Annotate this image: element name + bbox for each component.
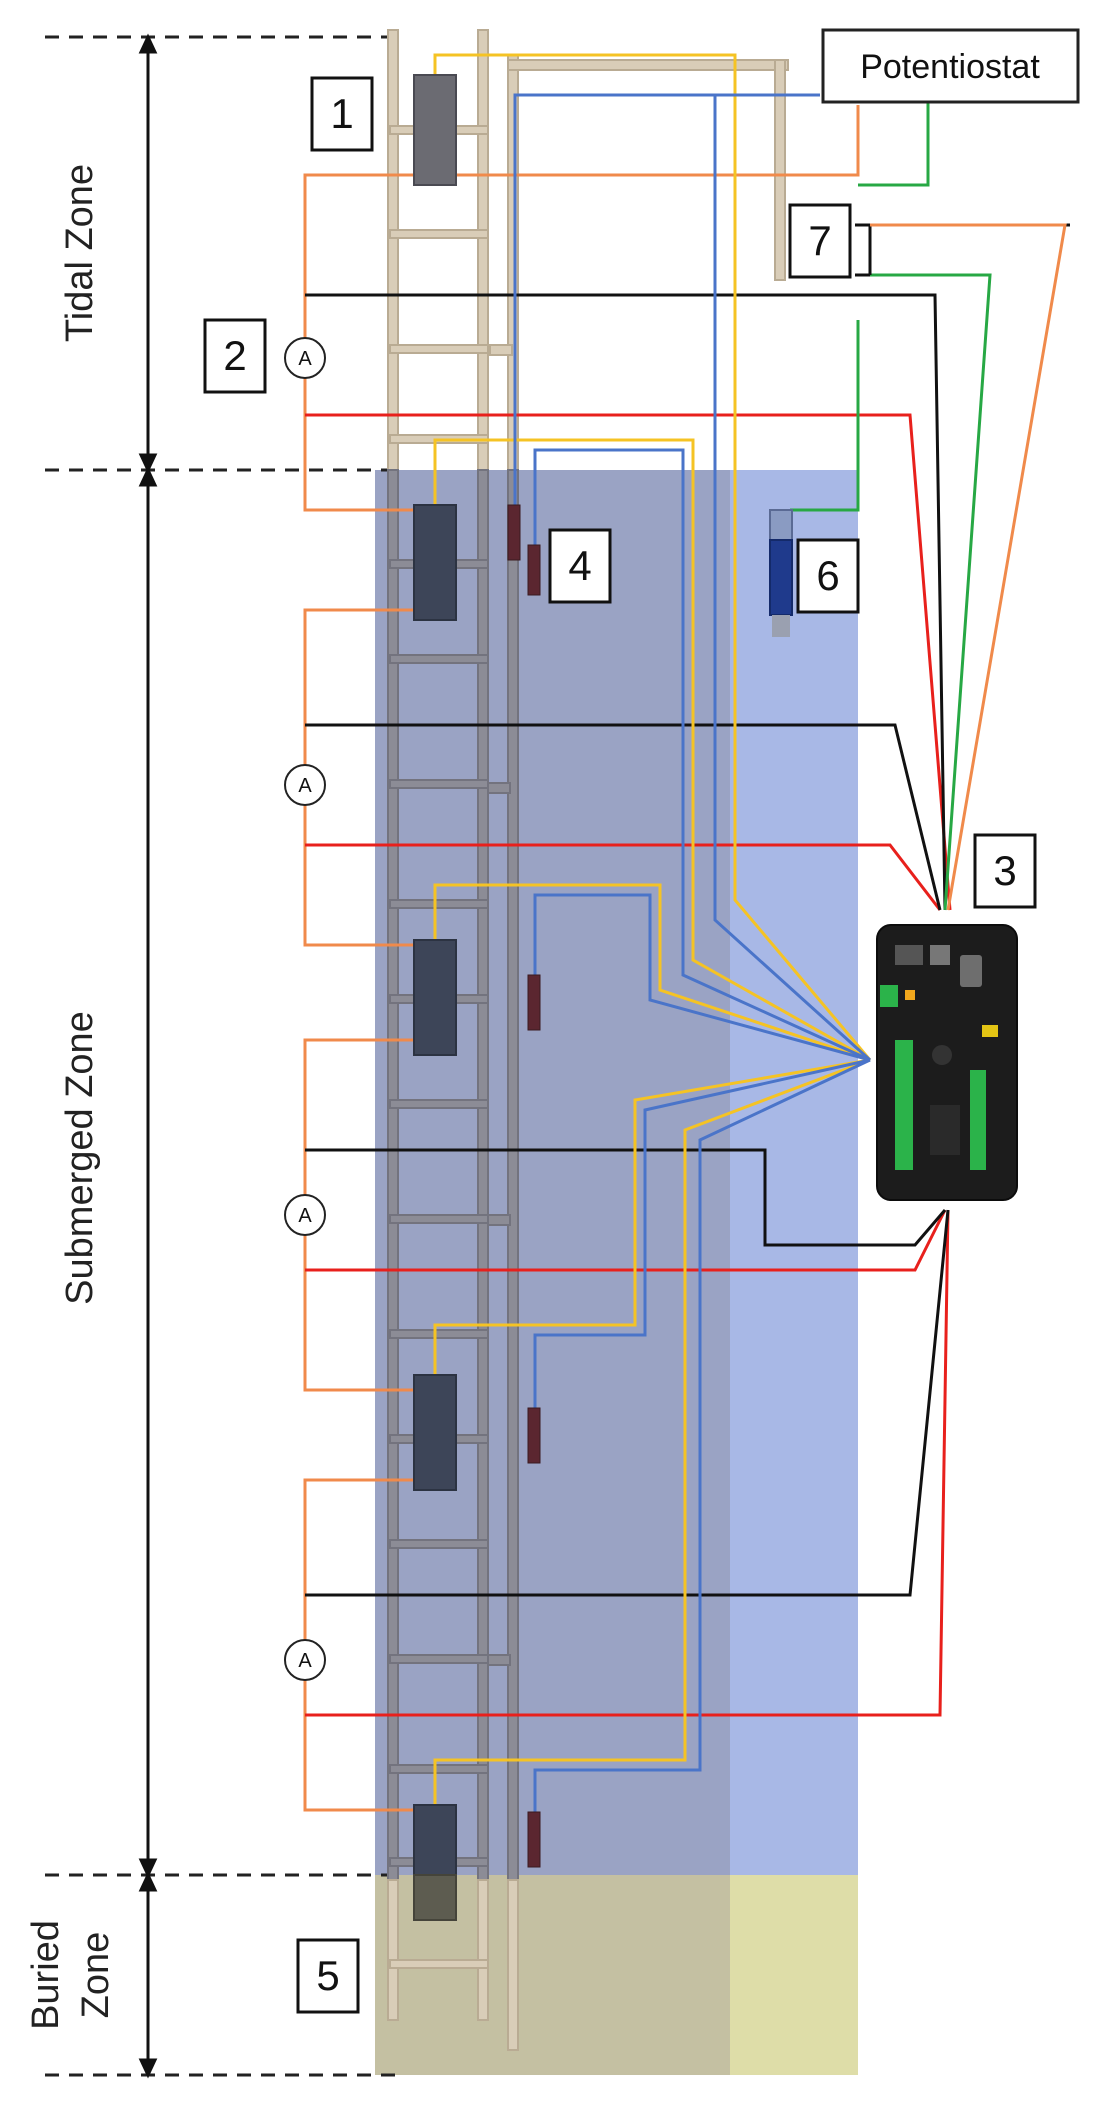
- sensor-2: [527, 544, 541, 596]
- coupon-submerged-3: [413, 1374, 457, 1491]
- water-zone-structure-area: [375, 470, 730, 1875]
- svg-text:3: 3: [993, 847, 1016, 894]
- coupon-tidal: [413, 74, 457, 186]
- sensor-4: [527, 1407, 541, 1464]
- water-zone-open-area: [730, 470, 858, 1875]
- svg-text:A: A: [298, 1650, 312, 1672]
- frame-buried-section: [387, 1879, 519, 2051]
- ammeters: A A A A: [284, 337, 326, 1681]
- zone-dimension-arrows: [138, 33, 158, 2079]
- callout-3: 3: [973, 833, 1037, 909]
- callout-5: 5: [296, 1938, 360, 2014]
- tidal-zone-label: Tidal Zone: [59, 164, 101, 342]
- data-logger: [876, 924, 1018, 1201]
- sensor-5: [527, 1811, 541, 1868]
- sediment-zone-open-area: [730, 1875, 858, 2075]
- connector-7-lines: [855, 223, 1070, 277]
- potentiostat-box: Potentiostat: [821, 28, 1080, 104]
- callout-4: 4: [548, 528, 612, 604]
- svg-text:A: A: [298, 775, 312, 797]
- zone-boundaries: [45, 35, 395, 2077]
- blue-wires: [513, 93, 872, 1815]
- steel-coupons: [413, 74, 457, 1921]
- svg-text:5: 5: [316, 1952, 339, 1999]
- coupon-submerged-1: [413, 504, 457, 621]
- submerged-zone-label: Submerged Zone: [59, 1011, 101, 1305]
- red-wires: [305, 413, 952, 1717]
- reference-electrode: [769, 509, 793, 637]
- svg-text:6: 6: [816, 552, 839, 599]
- buried-zone-label-line1: Buried: [25, 1920, 67, 2030]
- buried-zone-label-line2: Zone: [75, 1932, 117, 2019]
- callout-2: 2: [203, 318, 267, 394]
- potentiostat-label: Potentiostat: [860, 48, 1040, 86]
- svg-text:7: 7: [808, 217, 831, 264]
- sensor-1: [507, 504, 521, 561]
- yellow-wires: [433, 53, 872, 1810]
- background-zones: [375, 470, 858, 2075]
- sensors: [507, 504, 541, 1868]
- sensor-3: [527, 974, 541, 1031]
- callout-7: 7: [788, 203, 852, 279]
- svg-text:4: 4: [568, 542, 591, 589]
- svg-text:1: 1: [330, 90, 353, 137]
- ammeter-4: A: [284, 1639, 326, 1681]
- callout-6: 6: [796, 538, 860, 614]
- coupon-submerged-2: [413, 939, 457, 1056]
- coupon-submerged-4: [413, 1804, 457, 1876]
- coupon-buried: [413, 1874, 457, 1921]
- ammeter-3: A: [284, 1194, 326, 1236]
- ammeter-2: A: [284, 764, 326, 806]
- svg-text:2: 2: [223, 332, 246, 379]
- svg-text:A: A: [298, 348, 312, 370]
- orange-wire-to-logger: [870, 223, 1067, 911]
- callout-1: 1: [310, 76, 374, 152]
- green-wires: [790, 103, 992, 911]
- svg-text:A: A: [298, 1205, 312, 1227]
- ammeter-1: A: [284, 337, 326, 379]
